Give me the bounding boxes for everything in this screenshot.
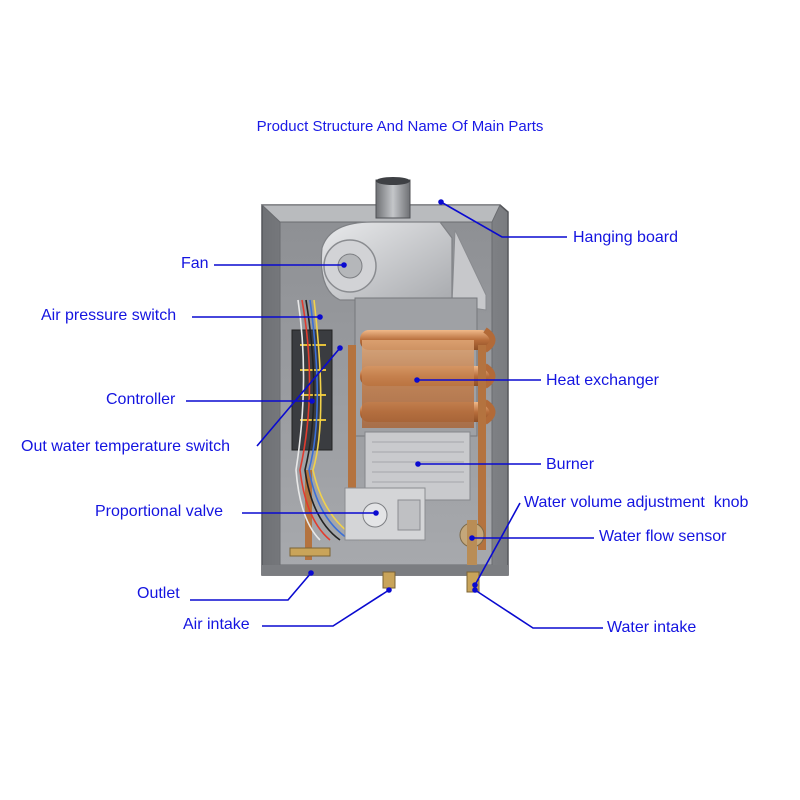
leader-outlet <box>190 572 312 601</box>
label-water-volume-adjustment-knob: Water volume adjustment knob <box>524 494 749 511</box>
leader-lines <box>186 199 603 629</box>
left-water-pipe <box>348 345 356 495</box>
label-heat-exchanger: Heat exchanger <box>546 372 659 389</box>
label-air-intake: Air intake <box>183 616 250 633</box>
label-air-pressure-switch: Air pressure switch <box>41 307 177 324</box>
flue-pipe <box>375 179 411 219</box>
label-controller: Controller <box>106 391 176 408</box>
right-water-pipe <box>478 345 486 550</box>
leader-hanging-board <box>440 201 567 238</box>
label-water-flow-sensor: Water flow sensor <box>599 528 727 545</box>
label-hanging-board: Hanging board <box>573 229 678 246</box>
diagram-title: Product Structure And Name Of Main Parts <box>256 118 544 135</box>
label-outlet: Outlet <box>137 585 180 602</box>
leader-water-intake <box>474 589 603 629</box>
air-intake-fitting <box>382 571 396 589</box>
wiring-bundle <box>295 299 361 541</box>
leader-out-water-temp-switch <box>256 347 341 447</box>
leader-water-volume-knob <box>474 502 521 586</box>
heater-bottom-lip <box>262 565 508 575</box>
label-water-intake: Water intake <box>607 619 697 636</box>
label-fan: Fan <box>181 255 209 272</box>
label-proportional-valve: Proportional valve <box>95 503 224 520</box>
heat-exchanger-tubes <box>360 327 496 428</box>
outlet-fitting <box>289 547 331 557</box>
leader-air-intake <box>262 589 390 627</box>
label-out-water-temperature-switch: Out water temperature switch <box>21 438 230 455</box>
label-burner: Burner <box>546 456 595 473</box>
water-heater-illustration <box>260 177 509 593</box>
